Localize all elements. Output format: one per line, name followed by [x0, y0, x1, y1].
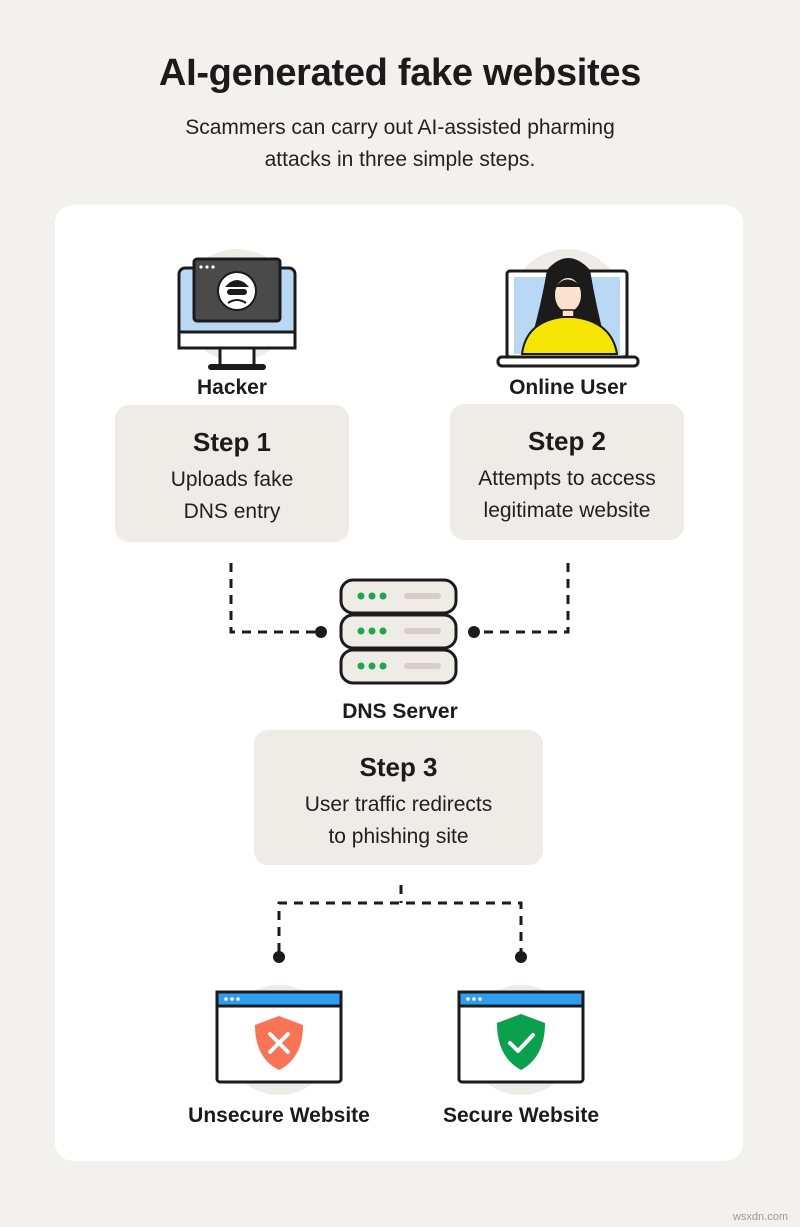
step-3-description: User traffic redirects to phishing site — [254, 789, 543, 853]
page-subtitle: Scammers can carry out AI-assisted pharm… — [185, 116, 615, 171]
step-2-line-1: Attempts to access — [478, 467, 656, 490]
step-3-box: Step 3 User traffic redirects to phishin… — [254, 730, 543, 865]
step-3-line-2: to phishing site — [328, 825, 469, 848]
user-laptop-icon — [496, 249, 640, 368]
watermark: wsxdn.com — [732, 1211, 788, 1223]
step-2-title: Step 2 — [527, 426, 607, 456]
hacker-computer-icon — [177, 249, 297, 370]
step-1-title: Step 1 — [192, 427, 272, 457]
online-user-label: Online User — [509, 376, 627, 399]
step-2-line-2: legitimate website — [483, 499, 651, 522]
secure-website-label: Secure Website — [442, 1104, 599, 1127]
secure-website-icon — [457, 985, 585, 1095]
connector-node — [468, 626, 480, 638]
step-1-line-2: DNS entry — [183, 500, 281, 523]
hacker-label: Hacker — [196, 376, 268, 399]
connector-lines-top — [229, 563, 570, 634]
page-title: AI-generated fake websites — [158, 52, 642, 94]
connector-node — [273, 951, 285, 963]
connector-node — [315, 626, 327, 638]
dns-server-label: DNS Server — [342, 700, 458, 723]
step-2-box: Step 2 Attempts to access legitimate web… — [450, 404, 684, 540]
step-3-line-1: User traffic redirects — [304, 793, 493, 816]
unsecure-website-label: Unsecure Website — [188, 1104, 370, 1127]
connector-lines-bottom — [277, 885, 523, 952]
step-2-description: Attempts to access legitimate website — [450, 463, 684, 527]
step-1-line-1: Uploads fake — [170, 468, 294, 491]
unsecure-website-icon — [215, 985, 343, 1095]
step-1-description: Uploads fake DNS entry — [115, 464, 349, 528]
step-3-title: Step 3 — [359, 752, 438, 782]
dns-server-icon — [339, 578, 458, 685]
step-1-box: Step 1 Uploads fake DNS entry — [115, 405, 349, 542]
connector-node — [515, 951, 527, 963]
